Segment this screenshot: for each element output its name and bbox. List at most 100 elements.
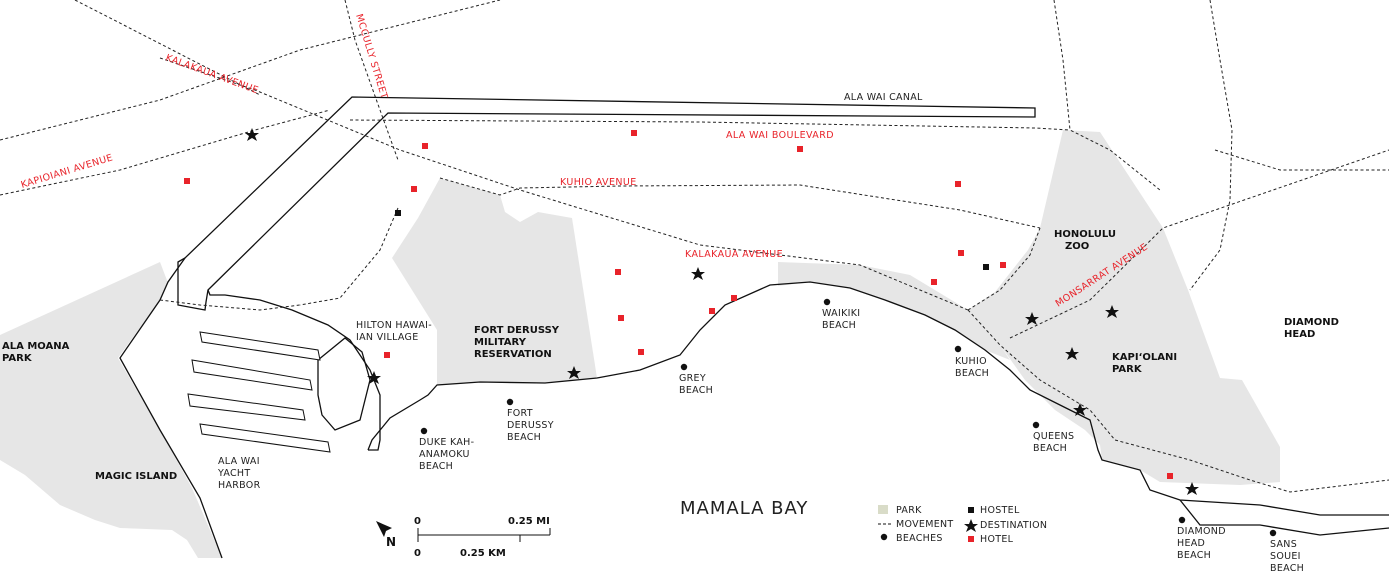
beach-diamond-head-3: BEACH bbox=[1177, 550, 1211, 561]
beach-waikiki-1: WAIKIKI bbox=[822, 308, 860, 319]
beach-dot-fort-derussy bbox=[506, 398, 514, 406]
coastline bbox=[119, 96, 1389, 559]
route-zoo-link bbox=[967, 227, 1041, 311]
hotel-marker bbox=[955, 181, 961, 187]
hotels bbox=[184, 130, 1173, 479]
destinations bbox=[245, 128, 1199, 495]
route-east-3 bbox=[1214, 149, 1389, 171]
label-honolulu-zoo-1: HONOLULU bbox=[1054, 229, 1116, 240]
label-hilton-2: IAN VILLAGE bbox=[356, 332, 419, 343]
park-kuhio-strip bbox=[778, 262, 1010, 360]
hotel-marker bbox=[184, 178, 190, 184]
label-diamond-head-2: HEAD bbox=[1284, 329, 1315, 340]
park-areas bbox=[0, 130, 1280, 558]
pier-1 bbox=[199, 331, 321, 361]
street-kapiolani: KAPIOIANI AVENUE bbox=[20, 152, 115, 190]
movement-routes bbox=[0, 0, 1389, 493]
beach-dot-waikiki bbox=[823, 298, 831, 306]
beach-diamond-head-2: HEAD bbox=[1177, 538, 1205, 549]
label-magic-island: MAGIC ISLAND bbox=[95, 471, 177, 482]
hotel-marker bbox=[422, 143, 428, 149]
beach-sans-souci-2: SOUEI bbox=[1270, 551, 1301, 562]
beach-grey-1: GREY bbox=[679, 373, 706, 384]
route-ala-wai-blvd bbox=[349, 119, 1071, 131]
park-kapiolani bbox=[968, 130, 1280, 485]
waikiki-shoreline bbox=[367, 281, 1389, 516]
route-kapiolani bbox=[0, 109, 331, 196]
hotel-marker bbox=[1167, 473, 1173, 479]
legend: PARK MOVEMENT BEACHES HOSTEL DESTINATION… bbox=[878, 505, 1047, 545]
destination-star bbox=[1185, 482, 1199, 495]
destination-star bbox=[567, 366, 581, 379]
beach-diamond-head-1: DIAMOND bbox=[1177, 526, 1226, 537]
route-kuhio bbox=[439, 177, 1041, 229]
scale-mi: 0.25 MI bbox=[508, 516, 550, 527]
park-ala-moana bbox=[0, 262, 222, 558]
legend-destination-swatch bbox=[964, 519, 978, 532]
destination-star bbox=[245, 128, 259, 141]
hotel-marker bbox=[638, 349, 644, 355]
legend-hostel-swatch bbox=[968, 507, 974, 513]
hotel-marker bbox=[631, 130, 637, 136]
label-mamala-bay: MAMALA BAY bbox=[680, 498, 808, 519]
label-yacht-harbor-2: YACHT bbox=[217, 468, 250, 479]
harbor-inner-edge bbox=[207, 289, 381, 451]
hotel-marker bbox=[618, 315, 624, 321]
legend-movement: MOVEMENT bbox=[896, 519, 954, 530]
label-honolulu-zoo-2: ZOO bbox=[1065, 241, 1089, 252]
destination-star bbox=[1065, 347, 1079, 360]
route-mccully bbox=[74, 0, 261, 96]
legend-park-swatch bbox=[878, 505, 888, 514]
route-kuhio-south bbox=[299, 207, 399, 306]
scale-zero-top: 0 bbox=[414, 516, 421, 527]
beach-kuhio-2: BEACH bbox=[955, 368, 989, 379]
label-fort-derussy-3: RESERVATION bbox=[474, 349, 552, 360]
route-north-diag bbox=[0, 0, 501, 141]
beach-sans-souci-3: BEACH bbox=[1270, 563, 1304, 574]
hotel-marker bbox=[709, 308, 715, 314]
legend-beaches: BEACHES bbox=[896, 533, 943, 544]
label-fort-derussy-2: MILITARY bbox=[474, 337, 527, 348]
beach-fort-derussy-1: FORT bbox=[507, 408, 533, 419]
ala-wai-canal-outline bbox=[177, 96, 1036, 311]
beach-dot-queens bbox=[1032, 421, 1040, 429]
pier-4 bbox=[199, 423, 331, 453]
north-arrow-icon bbox=[376, 521, 392, 537]
beach-duke-2: ANAMOKU bbox=[419, 449, 470, 460]
street-labels: KALAKAUA AVENUE MCCULLY STREET KAPIOIANI… bbox=[20, 13, 1150, 310]
pier-2 bbox=[191, 359, 313, 391]
place-labels: ALA WAI CANAL HONOLULU ZOO ALA MOANA PAR… bbox=[2, 92, 1339, 519]
route-east-1 bbox=[1053, 0, 1161, 191]
label-diamond-head-1: DIAMOND bbox=[1284, 317, 1339, 328]
hostel-marker bbox=[983, 264, 989, 270]
route-mccully-street bbox=[344, 0, 399, 161]
label-kapiolani-park-1: KAPI‘OLANI bbox=[1112, 352, 1177, 363]
destination-star bbox=[367, 371, 381, 384]
legend-park: PARK bbox=[896, 505, 922, 516]
scale-bar: 0 0.25 MI 0 0.25 KM bbox=[414, 516, 551, 559]
hotel-marker bbox=[797, 146, 803, 152]
beach-duke-3: BEACH bbox=[419, 461, 453, 472]
label-kapiolani-park-2: PARK bbox=[1112, 364, 1143, 375]
beaches: WAIKIKI BEACH GREY BEACH FORT DERUSSY BE… bbox=[419, 298, 1304, 574]
hostels bbox=[395, 210, 989, 270]
hotel-marker bbox=[731, 295, 737, 301]
hotel-marker bbox=[411, 186, 417, 192]
scale-zero-bottom: 0 bbox=[414, 548, 421, 559]
beach-dot-kuhio bbox=[954, 345, 962, 353]
label-yacht-harbor-1: ALA WAI bbox=[218, 456, 260, 467]
route-kalakaua-west bbox=[159, 57, 969, 311]
street-kuhio: KUHIO AVENUE bbox=[560, 177, 637, 188]
legend-beaches-swatch bbox=[880, 533, 888, 541]
beach-grey-2: BEACH bbox=[679, 385, 713, 396]
beach-kuhio-1: KUHIO bbox=[955, 356, 987, 367]
beach-fort-derussy-3: BEACH bbox=[507, 432, 541, 443]
hotel-marker bbox=[384, 352, 390, 358]
pier-3 bbox=[187, 393, 306, 421]
yacht-harbor-piers bbox=[187, 331, 331, 453]
beach-dot-duke bbox=[420, 427, 428, 435]
label-ala-moana-park-1: ALA MOANA bbox=[2, 341, 70, 352]
beach-waikiki-2: BEACH bbox=[822, 320, 856, 331]
sans-souci-shore bbox=[1179, 499, 1389, 536]
shoreline bbox=[119, 257, 223, 559]
